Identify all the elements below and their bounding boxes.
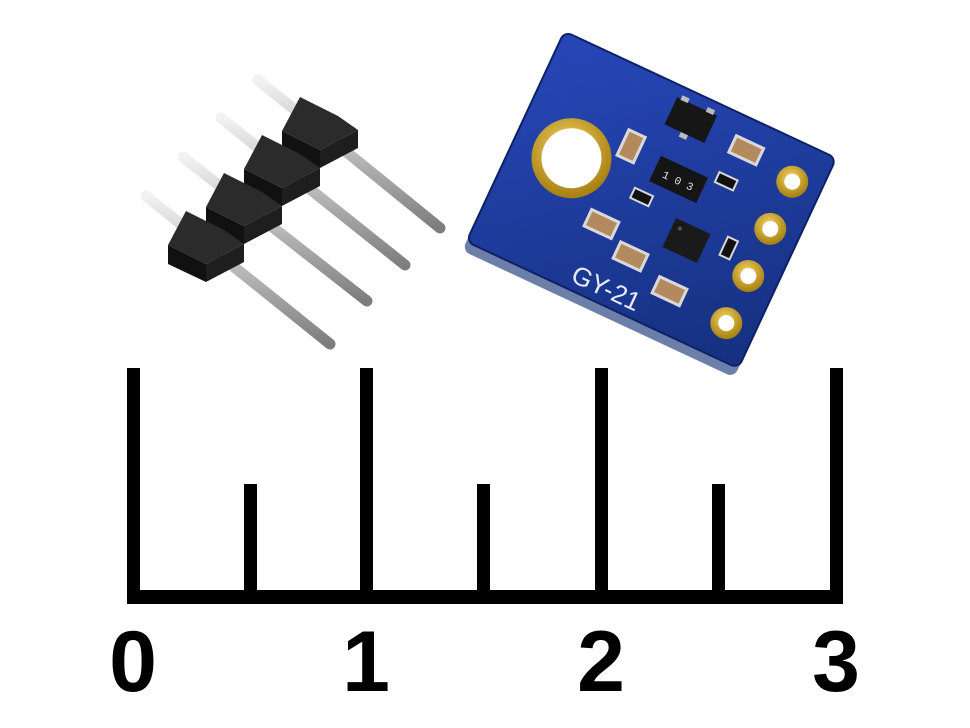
ruler-minor-tick-2-5 xyxy=(712,484,725,604)
ruler-major-tick-0 xyxy=(127,368,140,604)
header-body xyxy=(168,97,358,282)
ruler-label-3: 3 xyxy=(812,614,860,710)
ruler-major-tick-2 xyxy=(595,368,608,604)
ruler-label-2: 2 xyxy=(577,614,625,710)
pin-header xyxy=(140,74,446,350)
ruler-major-tick-1 xyxy=(360,368,373,604)
ruler-major-tick-3 xyxy=(830,368,843,604)
ruler-minor-tick-1-5 xyxy=(477,484,490,604)
sensor-board: 1 0 3 GY-21 xyxy=(464,32,835,375)
mounting-hole xyxy=(531,118,612,199)
header-pads xyxy=(710,165,809,340)
ruler-minor-tick-0-5 xyxy=(244,484,257,604)
ruler-label-1: 1 xyxy=(342,614,390,710)
smd-components xyxy=(582,95,766,308)
ruler xyxy=(127,368,843,604)
ruler-label-0: 0 xyxy=(109,614,157,710)
header-pins xyxy=(140,74,446,350)
